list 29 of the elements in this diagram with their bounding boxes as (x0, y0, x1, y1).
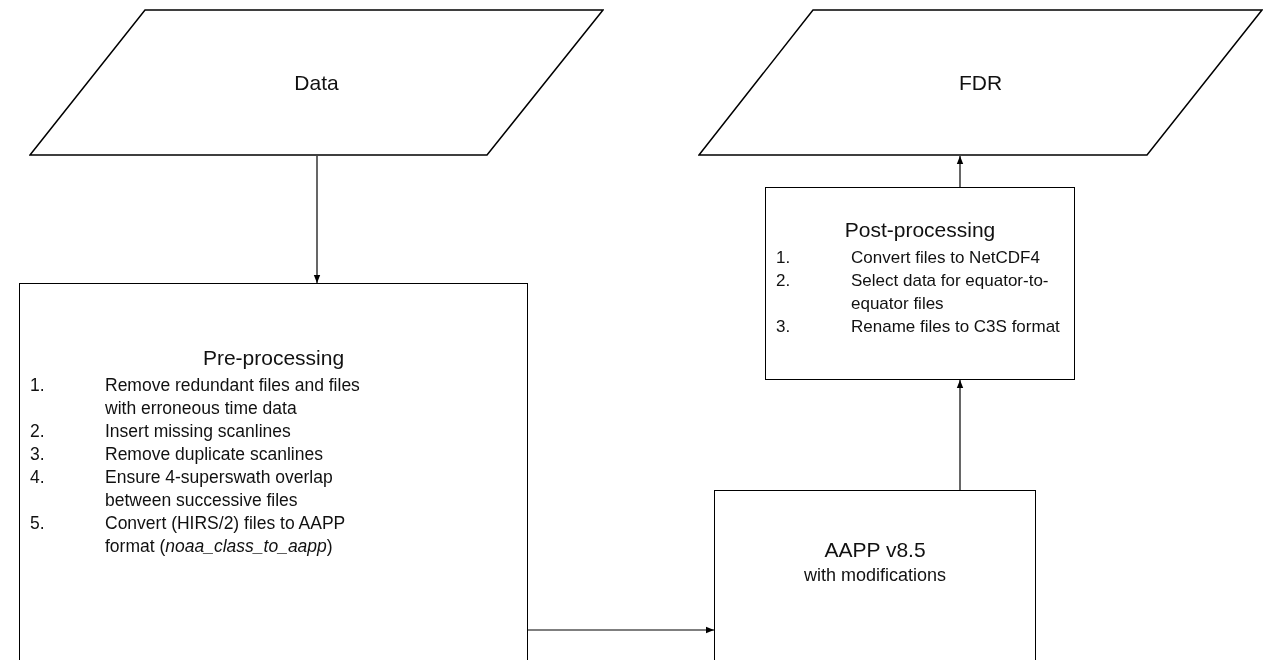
node-title: Data (294, 69, 339, 96)
list-number: 1. (30, 374, 46, 397)
box-subtitle: with modifications (803, 564, 947, 587)
arrow (313, 155, 321, 284)
list-item: Convert (HIRS/2) files to AAPP format (noaa_class_to_aapp) (105, 512, 346, 558)
node-title: FDR (958, 69, 1003, 96)
box-heading: Pre-processing (202, 345, 345, 371)
list-item: Remove redundant files and files with erroneous time data (105, 374, 361, 420)
arrow (956, 155, 964, 188)
box-heading: AAPP v8.5 (824, 537, 926, 563)
process-box (714, 490, 1036, 660)
list-number: 4. (30, 466, 46, 489)
arrow (956, 379, 964, 491)
list-item: Ensure 4-superswath overlap between successive files (105, 466, 334, 512)
list-number: 3. (30, 443, 46, 466)
list-number: 3. (776, 316, 792, 338)
list-item: Remove duplicate scanlines (105, 443, 324, 466)
list-item: Select data for equator-to-equator files (851, 270, 1050, 315)
list-number: 5. (30, 512, 46, 535)
list-number: 2. (776, 270, 792, 292)
arrow (527, 626, 715, 634)
list-item: Rename files to C3S format (851, 316, 1061, 338)
list-number: 2. (30, 420, 46, 443)
process-box (765, 187, 1075, 380)
list-item: Convert files to NetCDF4 (851, 247, 1041, 269)
process-box (19, 283, 528, 660)
box-heading: Post-processing (844, 217, 996, 243)
list-number: 1. (776, 247, 792, 269)
list-item: Insert missing scanlines (105, 420, 292, 443)
